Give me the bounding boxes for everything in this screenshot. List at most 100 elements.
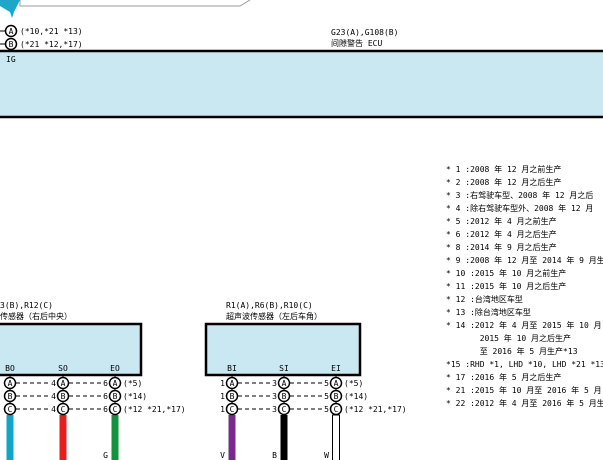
sensor_left-terminal-label: BI xyxy=(227,364,237,373)
ecu-pin-b-circle xyxy=(4,37,18,51)
sensor-left-code: R1(A),R6(B),R10(C) xyxy=(226,301,313,310)
sensor_right-terminal-label: EO xyxy=(110,364,120,373)
sensor_right-pin-letter: C xyxy=(8,405,13,414)
ecu-pin-b-note: (*21 *12,*17) xyxy=(20,40,83,49)
sensor_left-pin-letter: C xyxy=(282,405,287,414)
sensor_left-pin-circle xyxy=(329,402,343,416)
sensor-right-block xyxy=(0,322,143,377)
footnote-line: * 5 :2012 年 4 月之前生产 xyxy=(446,217,557,226)
sensor_right-pin-circle xyxy=(108,376,122,390)
sensor_left-pin-letter: C xyxy=(230,405,235,414)
sensor_left-pin-number: 5 xyxy=(324,379,329,388)
sensor-right-name: 传感器（右后中央） xyxy=(0,311,72,321)
footnote-line: * 4 :除右驾驶车型外、2008 年 12 月 xyxy=(446,204,594,213)
sensor_right-terminal-label: SO xyxy=(58,364,68,373)
sensor_right-pin-letter: A xyxy=(113,379,118,388)
sensor_left-pin-letter: B xyxy=(230,392,235,401)
sensor_right-pin-number: 6 xyxy=(103,379,108,388)
sensor_left-pin-note: (*5) xyxy=(344,379,363,388)
sensor_right-pin-circle xyxy=(56,376,70,390)
sensor_right-pin-number: 4 xyxy=(51,392,56,401)
sensor_left-terminal-label: SI xyxy=(279,364,289,373)
sensor_left-pin-circle xyxy=(277,389,291,403)
ecu-pin-a: A xyxy=(9,27,14,36)
sensor_left-pin-letter: A xyxy=(282,379,287,388)
sensor_right-terminal-label: BO xyxy=(5,364,15,373)
sensor_left-pin-letter: B xyxy=(282,392,287,401)
sensor_left-pin-letter: B xyxy=(334,392,339,401)
sensor-left-block xyxy=(204,322,362,377)
sensor_left-pin-circle xyxy=(329,389,343,403)
footnote-line: * 22 :2012 年 4 月至 2016 年 5 月生 xyxy=(446,399,603,408)
footnote-line: * 1 :2008 年 12 月之前生产 xyxy=(446,165,562,174)
sensor_left-pin-number: 1 xyxy=(220,392,225,401)
sensor_left-wire-tag: V xyxy=(220,451,225,460)
sensor_left-pin-number: 5 xyxy=(324,405,329,414)
sensor_left-pin-circle xyxy=(225,376,239,390)
sensor_left-pin-number: 3 xyxy=(272,405,277,414)
ecu-block xyxy=(0,49,603,119)
sensor_left-pin-circle xyxy=(329,376,343,390)
sensor_left-pin-circle xyxy=(277,376,291,390)
sensor_right-pin-letter: B xyxy=(61,392,66,401)
sensor_right-pin-circle xyxy=(56,389,70,403)
sensor_left-pin-number: 3 xyxy=(272,379,277,388)
sensor_right-pin-note: (*5) xyxy=(123,379,142,388)
sensor_left-pin-number: 3 xyxy=(272,392,277,401)
sensor_left-pin-circle xyxy=(225,389,239,403)
sensor_right-wire xyxy=(111,415,119,460)
sensor_left-pin-letter: A xyxy=(334,379,339,388)
sensor_right-pin-number: 4 xyxy=(51,379,56,388)
sensor_right-pin-letter: C xyxy=(113,405,118,414)
footnote-line: 至 2016 年 5 月生产*13 xyxy=(446,347,578,356)
sensor_right-pin-circle xyxy=(3,389,17,403)
sensor_left-pin-note: (*12 *21,*17) xyxy=(344,405,407,414)
sensor_left-pin-letter: C xyxy=(334,405,339,414)
sensor_left-wire xyxy=(228,415,236,460)
sensor_right-pin-number: 6 xyxy=(103,405,108,414)
sensor_left-pin-circle xyxy=(277,402,291,416)
ecu-pin-b: B xyxy=(9,40,14,49)
footnote-line: * 10 :2015 年 10 月之前生产 xyxy=(446,269,567,278)
footnote-line: * 2 :2008 年 12 月之后生产 xyxy=(446,178,562,187)
sensor_left-pin-note: (*14) xyxy=(344,392,368,401)
sensor_left-pin-number: 1 xyxy=(220,405,225,414)
sensor_right-pin-circle xyxy=(3,402,17,416)
footnote-line: * 17 :2016 年 5 月之后生产 xyxy=(446,373,562,382)
footnote-line: * 21 :2015 年 10 月至 2016 年 5 月 xyxy=(446,386,602,395)
footnote-line: * 8 :2014 年 9 月之后生产 xyxy=(446,243,557,252)
sensor-right-code: 3(B),R12(C) xyxy=(0,301,53,310)
footnote-line: * 14 :2012 年 4 月至 2015 年 10 月 xyxy=(446,321,602,330)
sensor_left-wire xyxy=(280,415,288,460)
sensor_left-wire xyxy=(332,414,340,460)
sensor_right-wire xyxy=(6,415,14,460)
connector-icon-outline xyxy=(19,0,251,7)
sensor_right-pin-note: (*12 *21,*17) xyxy=(123,405,186,414)
footnote-line: * 11 :2015 年 10 月之后生产 xyxy=(446,282,567,291)
footnote-line: * 13 :除台湾地区车型 xyxy=(446,308,531,317)
sensor_right-pin-number: 4 xyxy=(51,405,56,414)
sensor_left-wire-tag: B xyxy=(272,451,277,460)
sensor_right-pin-letter: B xyxy=(8,392,13,401)
sensor_left-pin-number: 1 xyxy=(220,379,225,388)
sensor_left-wire-tag: W xyxy=(324,451,329,460)
ecu-code: G23(A),G108(B) xyxy=(331,28,398,37)
footnote-line: * 12 :台湾地区车型 xyxy=(446,295,523,304)
sensor_left-pin-letter: A xyxy=(230,379,235,388)
sensor_left-pin-circle xyxy=(225,402,239,416)
sensor_right-pin-circle xyxy=(56,402,70,416)
sensor_right-pin-circle xyxy=(108,402,122,416)
footnote-line: *15 :RHD *1, LHD *10, LHD *21 *13 xyxy=(446,360,603,369)
connector-icon xyxy=(0,0,20,18)
footnote-line: * 3 :右驾驶车型、2008 年 12 月之后 xyxy=(446,191,594,200)
sensor_right-pin-letter: A xyxy=(8,379,13,388)
sensor_right-pin-letter: A xyxy=(61,379,66,388)
ecu-pin-a-circle xyxy=(4,24,18,38)
sensor_right-wire xyxy=(59,415,67,460)
sensor_right-pin-letter: B xyxy=(113,392,118,401)
sensor_left-pin-number: 5 xyxy=(324,392,329,401)
ecu-pin-a-note: (*10,*21 *13) xyxy=(20,27,83,36)
footnote-line: * 6 :2012 年 4 月之后生产 xyxy=(446,230,557,239)
